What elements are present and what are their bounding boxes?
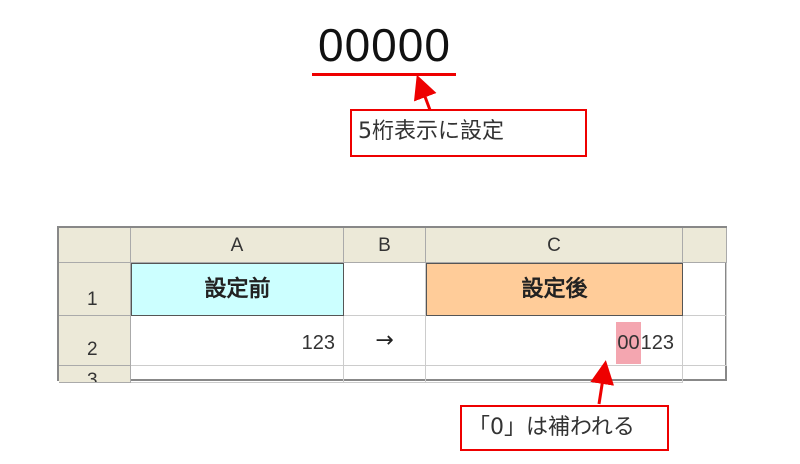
cell-a2[interactable]: 123 — [131, 316, 344, 366]
column-header-d[interactable] — [683, 228, 727, 263]
cell-c2-value: 123 — [640, 332, 674, 354]
row-header-3[interactable]: 3 — [59, 366, 131, 383]
format-underline — [312, 73, 456, 76]
cell-b3[interactable] — [344, 366, 426, 383]
row-header-2[interactable]: 2 — [59, 316, 131, 366]
format-code-text: 00000 — [318, 19, 451, 71]
cell-b1[interactable] — [344, 263, 426, 316]
cell-a1[interactable]: 設定前 — [131, 263, 344, 316]
cell-a3[interactable] — [131, 366, 344, 383]
padded-zeros-highlight: 00 — [616, 322, 641, 364]
cell-c3[interactable] — [426, 366, 683, 383]
arrow-bottom-icon — [590, 360, 615, 405]
arrow-top-icon — [413, 74, 437, 111]
cell-d1[interactable] — [683, 263, 727, 316]
spreadsheet: A B C 1 2 3 設定前 設定後 123 → 00123 — [57, 226, 727, 383]
cell-b2[interactable]: → — [344, 316, 426, 366]
callout-zero-padding: 「0」は補われる — [460, 405, 669, 451]
cell-c2[interactable]: 00123 — [426, 316, 683, 366]
callout-five-digit: 5桁表示に設定 — [350, 109, 587, 157]
select-all-corner[interactable] — [59, 228, 131, 263]
column-header-a[interactable]: A — [131, 228, 344, 263]
cell-d2[interactable] — [683, 316, 727, 366]
column-header-b[interactable]: B — [344, 228, 426, 263]
cell-c1[interactable]: 設定後 — [426, 263, 683, 316]
row-header-1[interactable]: 1 — [59, 263, 131, 316]
column-header-c[interactable]: C — [426, 228, 683, 263]
